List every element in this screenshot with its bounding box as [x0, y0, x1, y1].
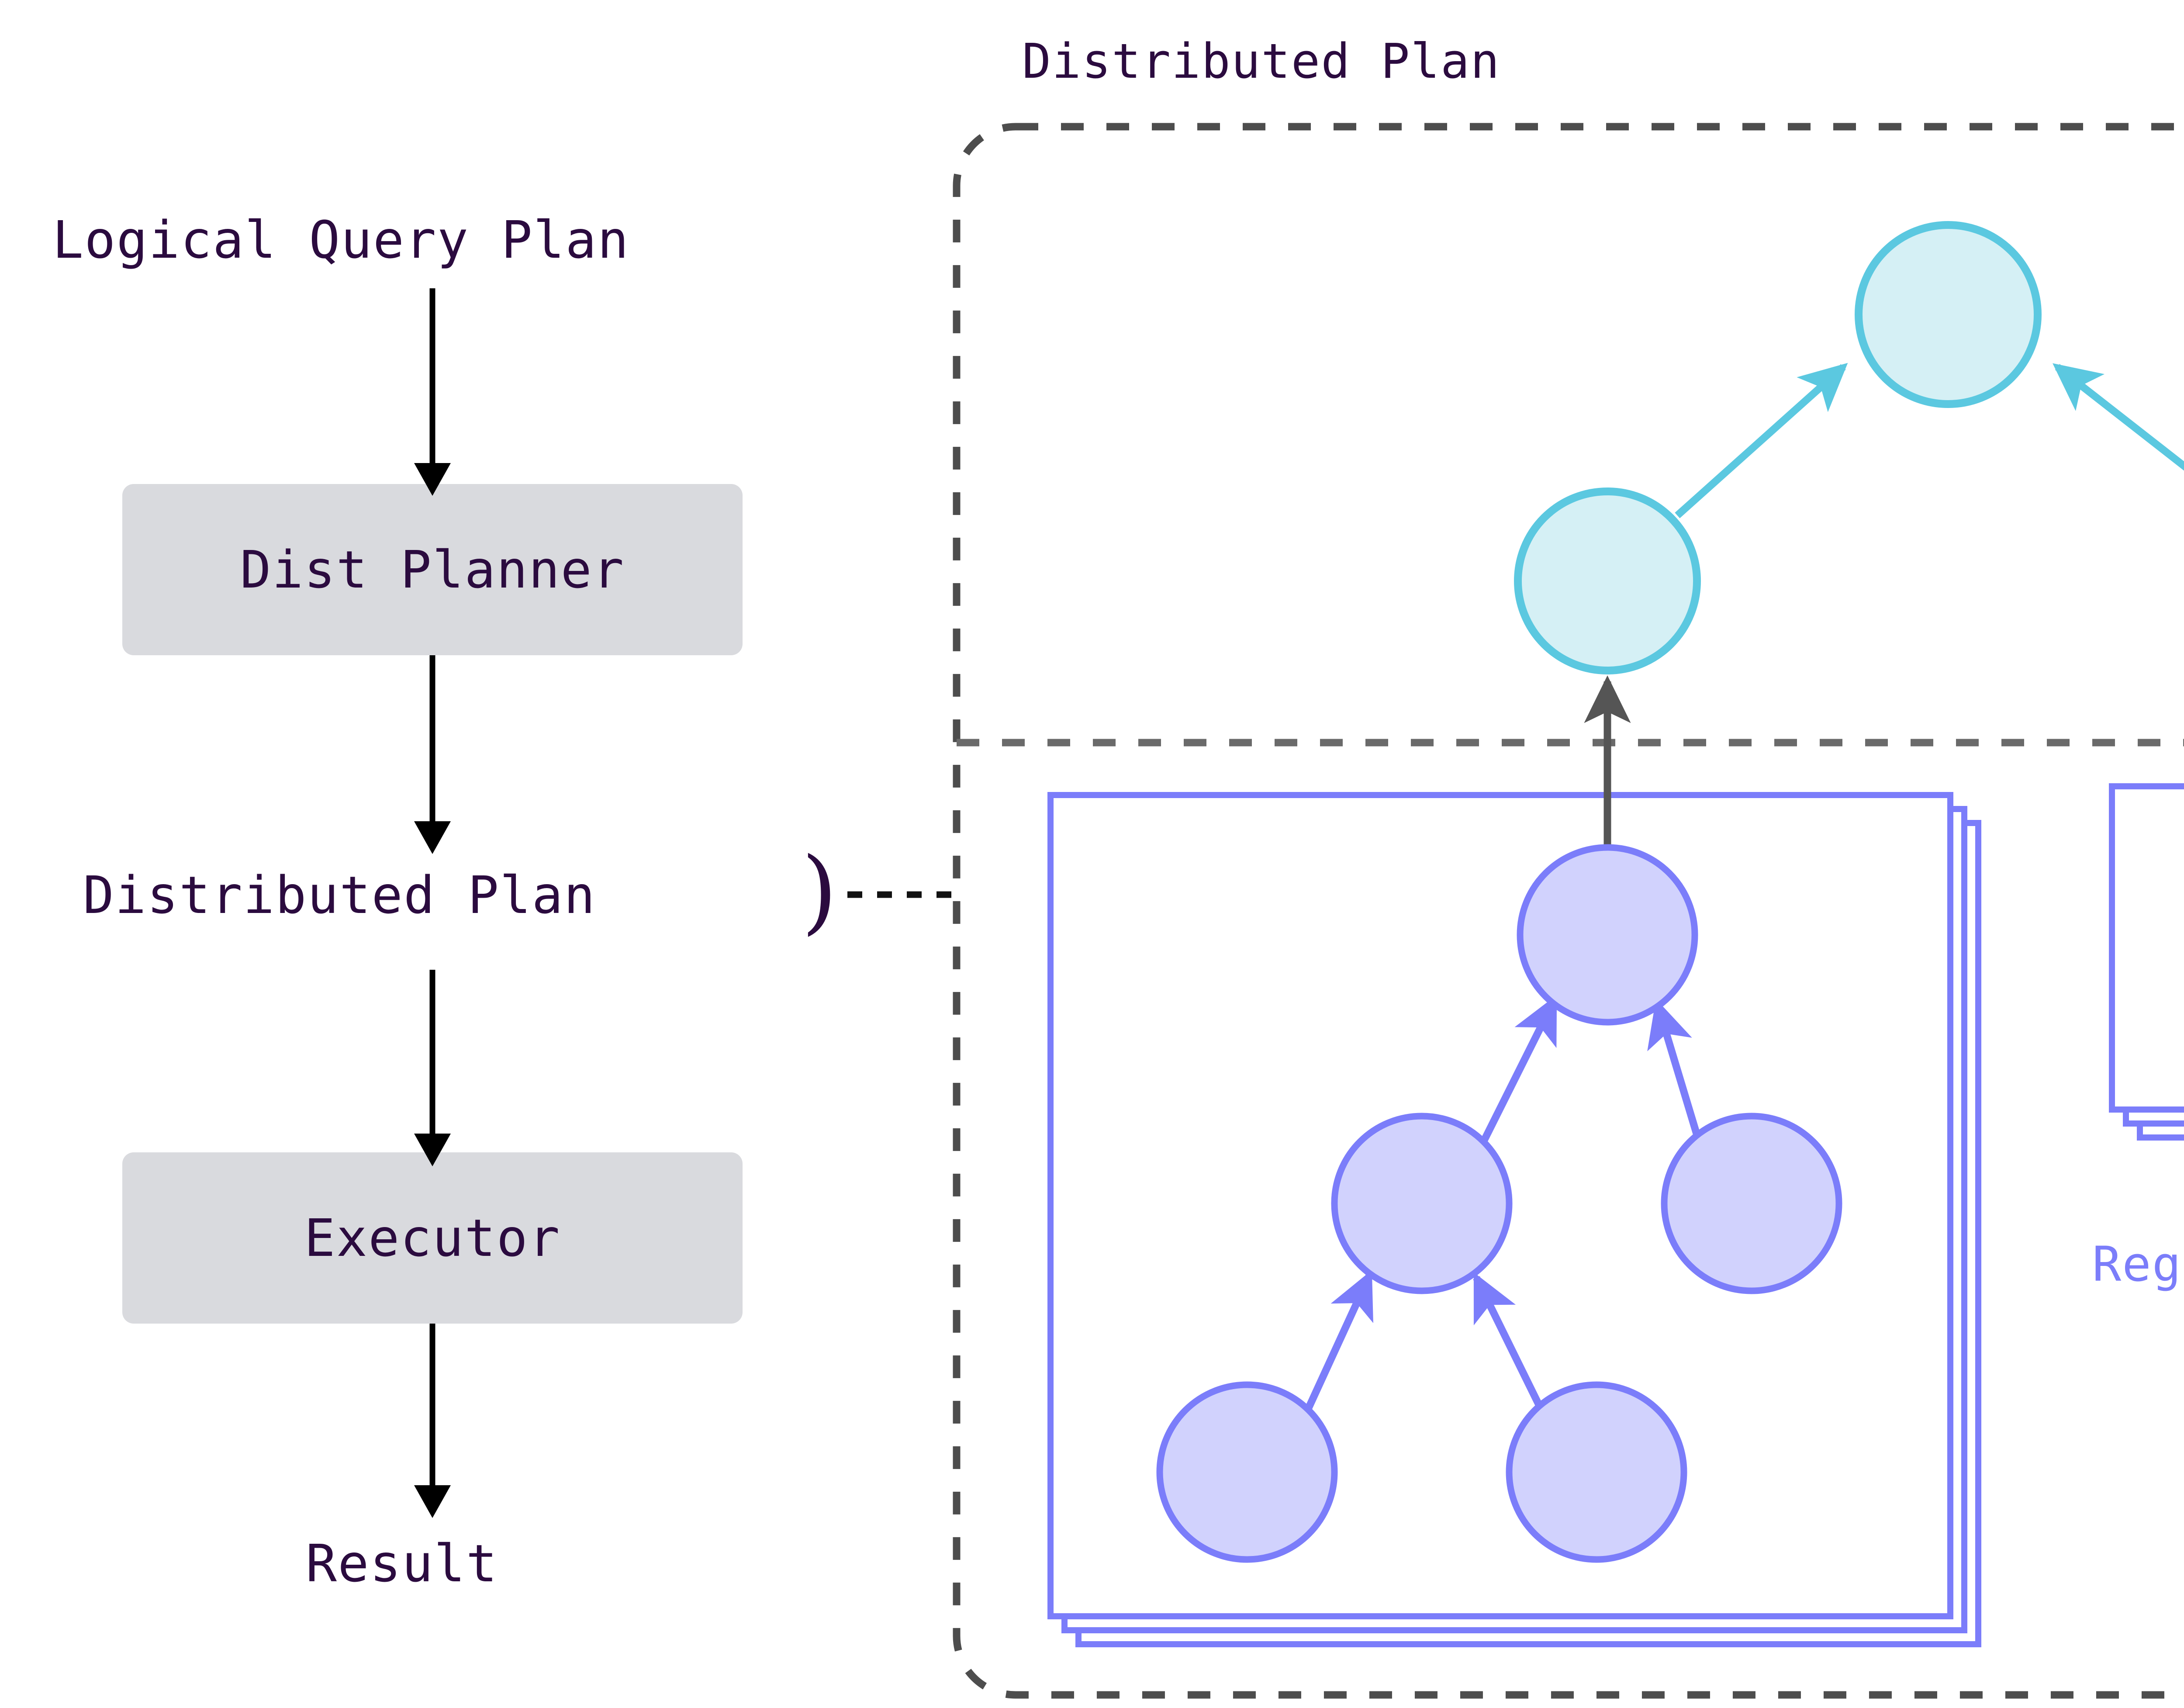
arrow-fe-left-to-root: [1675, 363, 1848, 519]
cross-stage-arrows: [1584, 675, 1631, 847]
arrow-dn-l1-to-mid: [1305, 1270, 1373, 1411]
frontend-node: [1514, 488, 1701, 674]
regions-label: Regions: [2092, 1236, 2184, 1292]
distributed-plan-panel-title: Distributed Plan: [1022, 33, 1500, 89]
executor-box[interactable]: Executor: [122, 1152, 743, 1324]
arrow-fe-right-to-root: [2053, 363, 2184, 471]
datanode-node: [1331, 1113, 1513, 1294]
region-stack-large: [1047, 792, 1981, 1647]
arrow-dn-right-to-root: [1647, 999, 1703, 1144]
region-stack-small: [2109, 783, 2184, 1141]
logical-query-plan-label: Logical Query Plan: [52, 210, 630, 270]
datanode-arrows: [1305, 995, 1703, 1413]
dist-planner-label: Dist Planner: [240, 539, 625, 600]
frontend-nodes: [1514, 221, 2042, 674]
arrow-dn-mid-to-root: [1481, 995, 1558, 1142]
distributed-plan-middle-label: Distributed Plan: [83, 865, 596, 925]
datanode-node: [1156, 1381, 1338, 1563]
result-label: Result: [306, 1533, 498, 1594]
distributed-plan-brace-icon: ): [802, 837, 840, 944]
datanode-node: [1661, 1113, 1842, 1294]
frontend-node: [1855, 221, 2042, 408]
datanode-node: [1517, 844, 1698, 1026]
distributed-plan-container: [953, 123, 2184, 1699]
datanode-node: [1506, 1381, 1687, 1563]
executor-label: Executor: [304, 1208, 561, 1268]
dist-planner-box[interactable]: Dist Planner: [122, 484, 743, 655]
frontend-arrows: [1675, 363, 2184, 519]
arrow-dn-l2-to-mid: [1473, 1272, 1545, 1413]
datanode-nodes: [1156, 844, 1842, 1563]
